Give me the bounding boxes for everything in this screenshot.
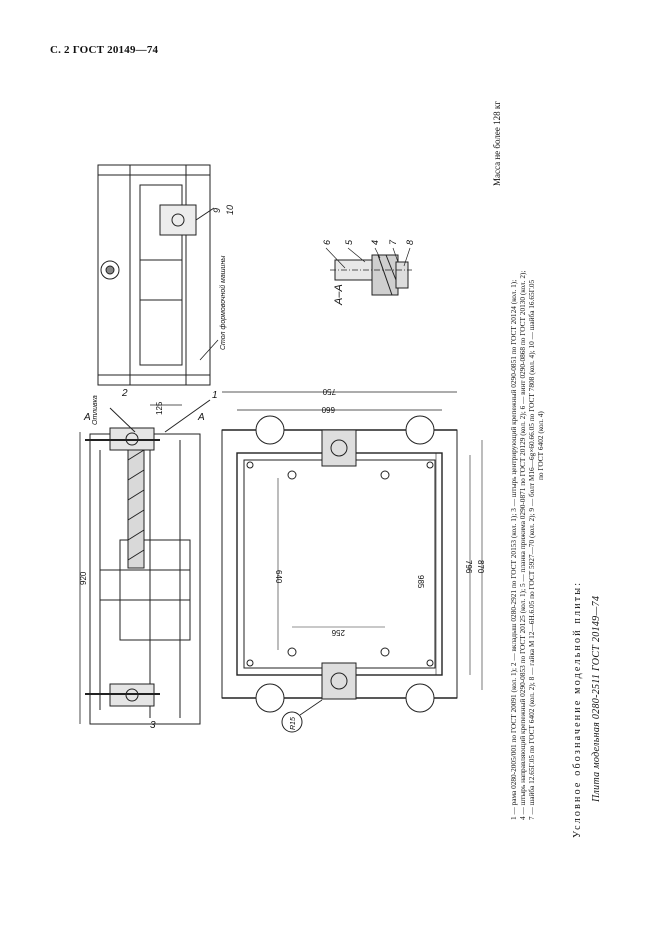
legend-line: 1 — рама 0280-2005/001 по ГОСТ 20091 (ко… [509, 279, 518, 820]
section-mark-a-2: А [197, 412, 205, 423]
plan-outer-frame [221, 429, 458, 699]
callout-r15: R15 [290, 717, 297, 730]
callout-2: 2 [121, 388, 128, 399]
side-base-block [119, 539, 191, 641]
dim-985: 985 [416, 575, 425, 589]
callout-r15-bubble [281, 711, 303, 733]
parts-legend: 1 — рама 0280-2005/001 по ГОСТ 20091 (ко… [509, 40, 545, 820]
conditional-designation-label: Условное обозначение модельной плиты: [572, 580, 583, 838]
label-stol: Стол формовочной машины [219, 255, 227, 350]
section-a-a: А–А 6 5 4 7 8 [322, 239, 415, 306]
legend-line: по ГОСТ 6402 (кол. 4) [536, 411, 545, 480]
elevation-view: 9 10 Стол формовочной машины [97, 164, 235, 386]
callout-5: 5 [344, 239, 354, 245]
pin-pad-bottom [321, 662, 357, 700]
dim-796: 796 [464, 560, 473, 574]
elevation-bolt [100, 260, 120, 280]
dim-125: 125 [155, 401, 164, 415]
callout-3: 3 [150, 720, 156, 731]
section-mark-a: А [83, 412, 91, 423]
section-view-label: А–А [333, 284, 345, 306]
plan-view: 750 660 985 640 256 796 870 R15 [221, 387, 485, 733]
callout-1: 1 [212, 390, 218, 401]
callout-10: 10 [225, 205, 235, 215]
side-frame-outline [89, 433, 201, 725]
pin-pad-top [321, 429, 357, 467]
callout-4: 4 [370, 240, 380, 245]
legend-line: 7 — шайба 12.65Г.05 по ГОСТ 6402 (кол. 2… [527, 279, 536, 820]
plan-inner-frame [236, 452, 443, 676]
plate-designation: Плита модельная 0280-2511 ГОСТ 20149—74 [591, 595, 602, 802]
callout-6: 6 [322, 240, 332, 245]
dim-870: 870 [476, 560, 485, 574]
dim-660: 660 [321, 405, 335, 414]
page-header: С. 2 ГОСТ 20149—74 [50, 44, 159, 56]
dim-640: 640 [274, 570, 283, 584]
elevation-outline [97, 164, 211, 386]
side-section-view: 920 125 Отливка А А 1 2 3 [79, 388, 218, 731]
dim-920: 920 [79, 571, 88, 585]
legend-line: 4 — штырь направляющий крепежный 0290-08… [518, 270, 527, 820]
callout-7: 7 [388, 239, 398, 245]
callout-9: 9 [212, 208, 222, 213]
callout-8: 8 [405, 240, 415, 245]
mass-note: Масса не более 128 кг [492, 101, 502, 186]
label-otlivka: Отливка [92, 395, 99, 425]
dim-750: 750 [322, 387, 336, 396]
dim-256: 256 [331, 628, 345, 637]
